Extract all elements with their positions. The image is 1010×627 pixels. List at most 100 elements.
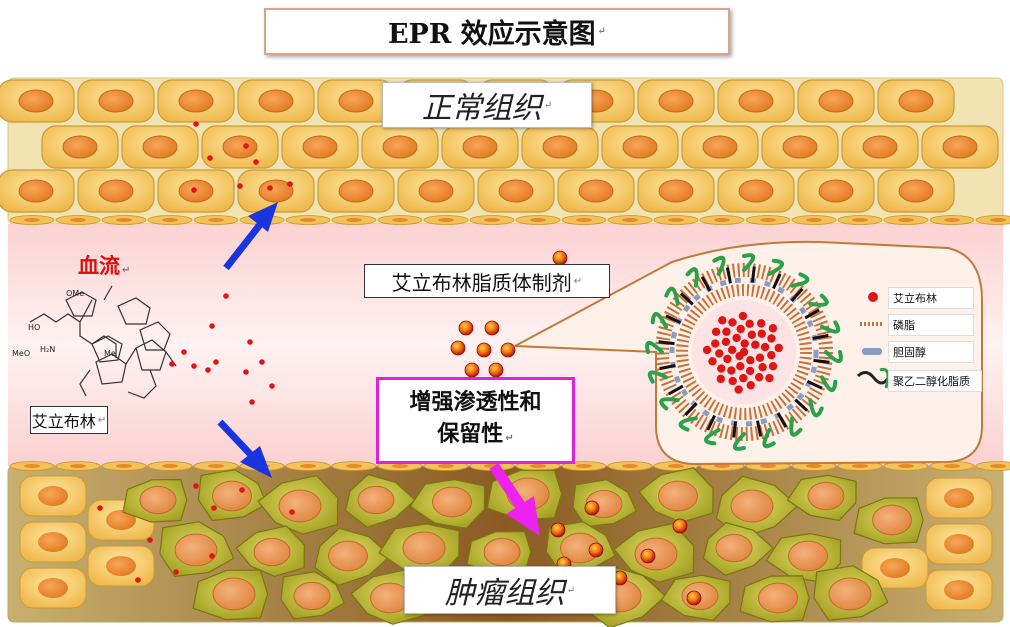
tumor-tissue-label: 肿瘤组织↵ [404, 566, 616, 614]
drug-dot [205, 367, 211, 373]
drug-dot [747, 330, 757, 339]
return-mark: ↵ [97, 414, 107, 426]
liposome-particle [464, 362, 480, 378]
normal-cell [717, 169, 795, 213]
endothelial-cell [607, 461, 653, 471]
drug-dot [269, 383, 275, 389]
peg-chain [762, 428, 776, 449]
normal-cell [237, 169, 315, 213]
drug-dot [717, 364, 726, 373]
liposome-particle [584, 500, 600, 516]
drug-dot [193, 483, 199, 489]
peg-chain [732, 432, 746, 451]
drug-dot [147, 537, 153, 543]
drug-dot [757, 319, 766, 328]
drug-dot [718, 316, 727, 325]
drug-dot [765, 373, 774, 383]
endothelial-cell [423, 215, 469, 225]
tumor-cell [702, 521, 774, 576]
peg-chain [685, 267, 699, 288]
liposome-particle [640, 548, 656, 564]
drug-dot [289, 509, 295, 515]
drug-dot [181, 349, 187, 355]
normal-cell [441, 125, 519, 169]
normal-cell [797, 169, 875, 213]
peg-anchor [806, 380, 823, 390]
endothelial-cell [791, 215, 837, 225]
drug-dot [259, 359, 265, 365]
endothelial-cell [883, 215, 929, 225]
drug-dot [213, 359, 219, 365]
return-mark: ↵ [573, 275, 583, 287]
drug-dot [715, 349, 724, 358]
liposome-particle [450, 340, 466, 356]
liposome-particle [458, 320, 474, 336]
peg-chain [808, 398, 824, 418]
normal-cell [361, 125, 439, 169]
drug-dot [209, 553, 215, 559]
legend-text: 艾立布林 [893, 292, 937, 305]
peg-chain [824, 350, 843, 364]
normal-cell [281, 125, 359, 169]
peg-chain [742, 253, 756, 272]
drug-dot [732, 333, 741, 343]
drug-dot [247, 339, 253, 345]
normal-cell [0, 169, 75, 213]
arrow-magenta-icon [489, 462, 540, 536]
free-drug-dots [97, 121, 295, 583]
endothelial-cell [147, 215, 193, 225]
drug-dot [711, 339, 720, 348]
drug-dot [237, 183, 243, 189]
peg-anchor [812, 333, 829, 340]
endothelial-cell [9, 461, 55, 471]
peg-anchor [776, 412, 788, 428]
peg-chain [704, 428, 721, 446]
normal-cell [87, 545, 155, 587]
drug-dot [767, 334, 776, 343]
arrow-down-icon [217, 419, 272, 478]
normal-tissue-label: 正常组织↵ [382, 82, 592, 128]
drug-dot [728, 376, 737, 386]
legend-item-drug: 艾立布林 [888, 287, 974, 309]
epr-line-2: 保留性 [437, 421, 504, 447]
endothelial-cell [607, 215, 653, 225]
endothelial-cell [147, 461, 193, 471]
endothelial-cell [331, 215, 377, 225]
peg-anchor [794, 398, 809, 412]
normal-cell [797, 79, 875, 123]
peg-anchor [700, 276, 712, 292]
liposome-formulation-label: 艾立布林脂质体制剂↵ [364, 264, 610, 298]
peg-anchor [790, 287, 804, 302]
tumor-cell [638, 467, 714, 523]
drug-dot [209, 323, 215, 329]
arrow-up-icon [223, 202, 278, 271]
endothelial-cell [837, 215, 883, 225]
return-mark: ↵ [597, 26, 607, 37]
drug-dot [746, 381, 755, 390]
drug-dot [243, 143, 249, 149]
tumor-cell [813, 565, 889, 622]
peg-chain [659, 397, 680, 411]
drug-dot [191, 187, 197, 193]
peg-anchor [804, 308, 820, 320]
drug-dot [193, 121, 199, 127]
drug-dot [738, 311, 748, 321]
peg-chain [767, 258, 784, 276]
drug-dot [746, 356, 755, 365]
liposome-particle [550, 522, 566, 538]
drug-dot [716, 374, 725, 384]
endothelial-cell [331, 461, 377, 471]
tumor-tissue-text: 肿瘤组织 [444, 576, 565, 611]
drug-dot [211, 505, 217, 511]
endothelial-cell [9, 215, 55, 225]
return-mark: ↵ [122, 265, 131, 276]
drug-dot [768, 324, 778, 333]
endothelial-cell [193, 215, 239, 225]
liposome-structure [645, 253, 843, 451]
peg-anchor [684, 402, 698, 417]
peg-anchor [772, 273, 782, 290]
epr-line-1: 增强渗透性和 [409, 389, 542, 415]
svg-text:MeO: MeO [12, 349, 30, 358]
drug-dot [755, 353, 765, 362]
normal-cell [397, 169, 475, 213]
